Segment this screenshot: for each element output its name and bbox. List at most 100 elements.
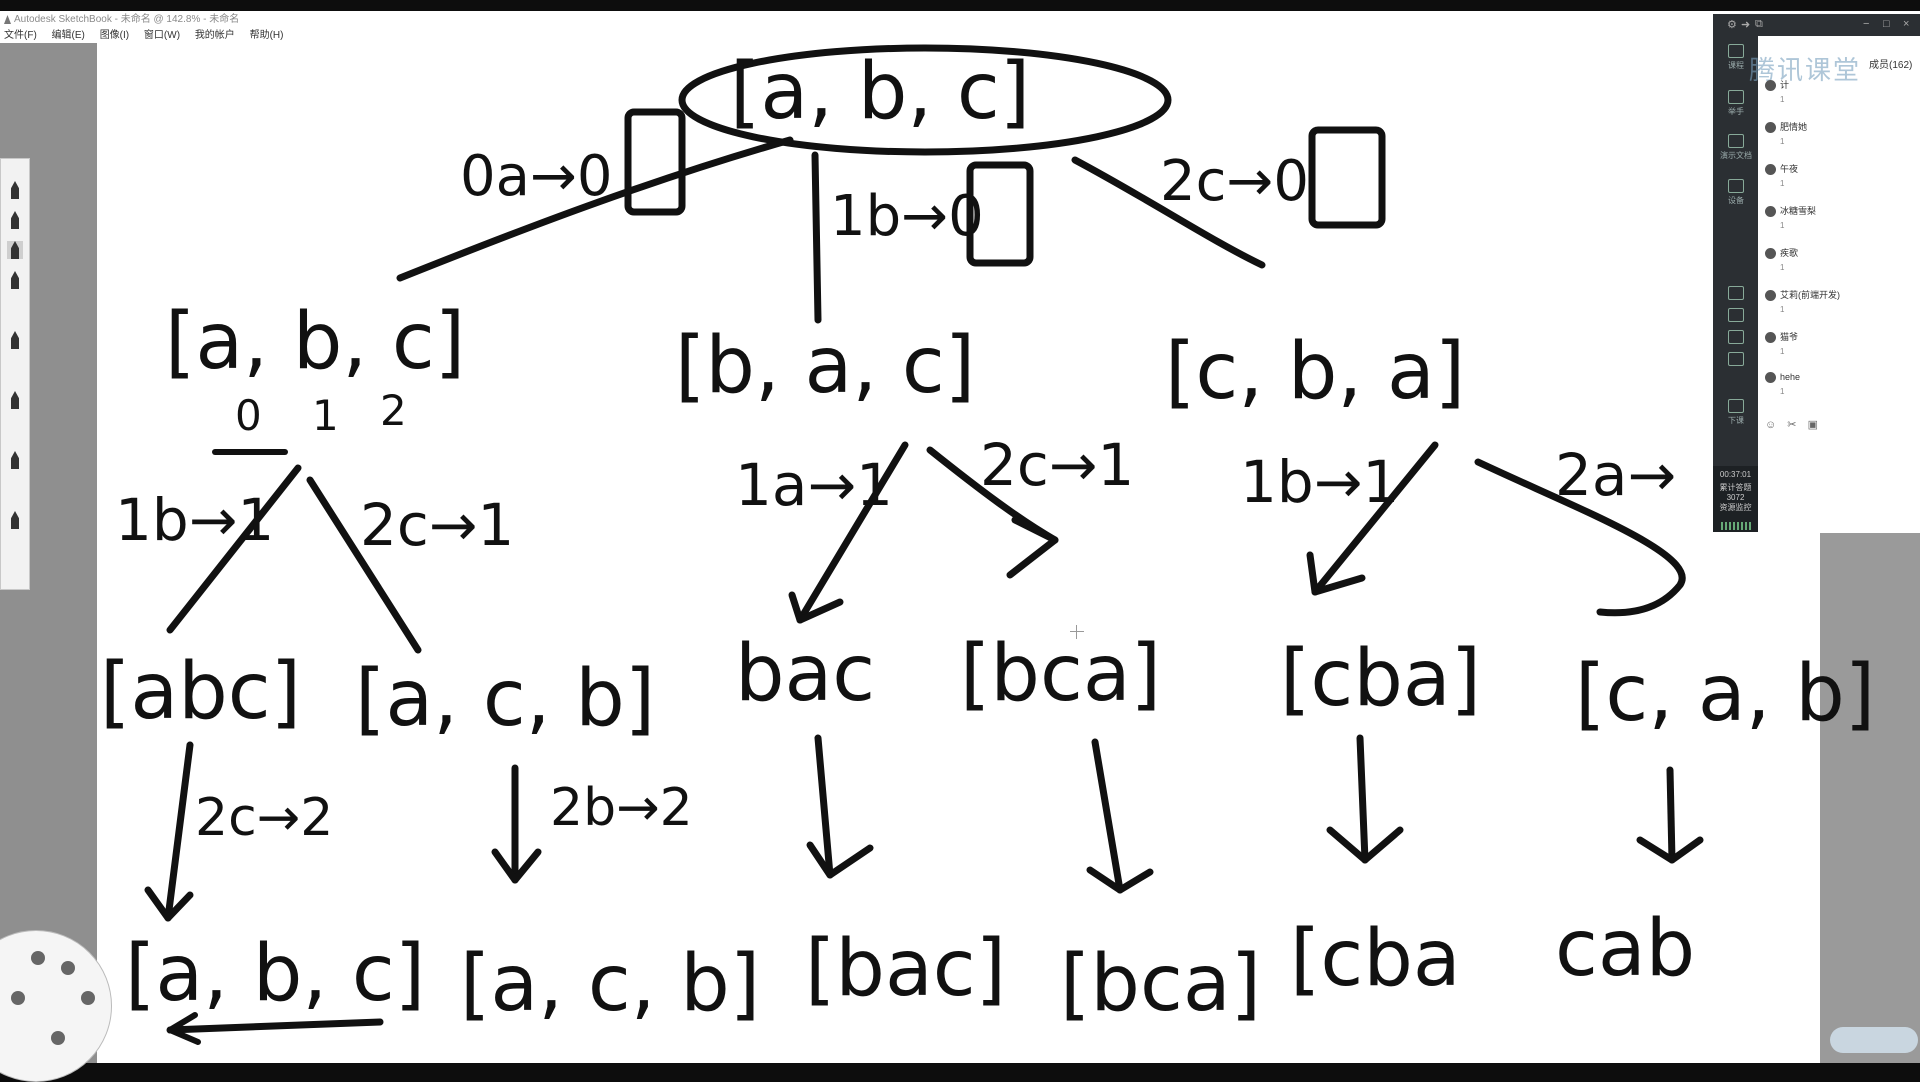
side-speaker[interactable] <box>1719 308 1753 324</box>
classroom-panel: ⚙ ➜ ⧉ − □ × 腾讯课堂 成员(162) 课程 举手 演示文档 设备 下… <box>1713 14 1920 532</box>
share-icon[interactable]: ➜ <box>1741 19 1751 31</box>
workspace-right-margin <box>1820 533 1920 1063</box>
maximize-icon[interactable]: □ <box>1883 18 1890 30</box>
side-screenshot[interactable] <box>1719 352 1753 368</box>
avatar <box>1765 122 1776 134</box>
timer-value: 00:37:01 <box>1719 470 1752 479</box>
avatar <box>1765 164 1776 176</box>
minimize-icon[interactable]: − <box>1863 18 1870 30</box>
level3-acb: [a, c, b] <box>460 939 760 1029</box>
edge-l2-3 <box>814 734 834 879</box>
menu-file[interactable]: 文件(F) <box>4 30 37 41</box>
ink-pen-icon[interactable] <box>7 211 23 229</box>
smear-icon[interactable] <box>7 451 23 469</box>
drawing-canvas[interactable] <box>97 43 1820 1063</box>
airbrush-icon[interactable] <box>7 391 23 409</box>
brush-size-icon[interactable] <box>11 991 25 1005</box>
class-timer: 00:37:01 累计答题 3072 资源监控 <box>1713 466 1758 532</box>
chat-message: 艾莉(前端开发)1 <box>1765 288 1840 314</box>
edge-l1-right-a <box>1311 441 1439 596</box>
menu-help[interactable]: 帮助(H) <box>249 30 284 41</box>
image-icon[interactable]: ▣ <box>1807 419 1818 431</box>
edge-root-left <box>396 136 794 282</box>
side-music[interactable] <box>1719 330 1753 346</box>
undo-icon[interactable] <box>31 951 45 965</box>
side-slides[interactable]: 演示文档 <box>1719 134 1753 161</box>
side-end-class[interactable]: 下课 <box>1719 399 1753 426</box>
menu-account[interactable]: 我的帐户 <box>194 30 235 41</box>
edge-l1-left-b <box>306 476 422 654</box>
index-1: 1 <box>312 391 339 440</box>
settings-icon[interactable]: ⚙ <box>1727 19 1737 31</box>
menu-edit[interactable]: 编辑(E) <box>51 30 85 41</box>
edge-label-l1-left-a: 1b→1 <box>115 486 274 554</box>
move-icon[interactable] <box>51 1031 65 1045</box>
avatar <box>1765 80 1776 92</box>
bottom-screen-strip <box>0 1063 1920 1080</box>
crosshair-cursor-icon <box>1070 625 1084 639</box>
chat-input-box[interactable] <box>1713 14 1920 532</box>
marker-icon[interactable] <box>7 241 23 259</box>
side-device[interactable]: 设备 <box>1719 179 1753 206</box>
arrow-l2-5 <box>1326 826 1404 864</box>
sketchbook-app-icon <box>4 15 11 24</box>
screenshot-icon <box>1728 352 1744 366</box>
level2-bca: [bca] <box>960 629 1161 719</box>
scissors-icon[interactable]: ✂ <box>1787 419 1797 431</box>
window-title: Autodesk SketchBook - 未命名 @ 142.8% - 未命名 <box>14 14 240 25</box>
edge-l2-5 <box>1356 734 1369 864</box>
edge-label-l2-2: 2b→2 <box>550 778 693 838</box>
canvas-right-region <box>1758 43 1920 533</box>
avatar <box>1765 372 1776 384</box>
level1-mid: [b, a, c] <box>675 321 975 411</box>
popout-icon[interactable]: ⧉ <box>1755 18 1763 30</box>
level2-bac: bac <box>735 629 875 719</box>
avatar <box>1765 290 1776 302</box>
level2-cba: [cba] <box>1280 634 1481 724</box>
app-titlebar: Autodesk SketchBook - 未命名 @ 142.8% - 未命名 <box>0 11 1920 29</box>
level2-acb: [a, c, b] <box>355 654 655 744</box>
side-mic[interactable] <box>1719 286 1753 302</box>
color-icon[interactable] <box>81 991 95 1005</box>
fill-icon[interactable] <box>7 511 23 529</box>
edge-label-l1-mid-b: 2c→1 <box>980 431 1134 499</box>
device-icon <box>1728 179 1744 193</box>
box-zero-right <box>1308 126 1386 229</box>
avatar <box>1765 248 1776 260</box>
index-0: 0 <box>235 391 262 440</box>
menu-window[interactable]: 窗口(W) <box>143 30 181 41</box>
edge-l1-right-b <box>1474 458 1686 617</box>
index-2: 2 <box>380 386 407 435</box>
menu-image[interactable]: 图像(I) <box>99 30 130 41</box>
scroll-pill[interactable] <box>1830 1027 1918 1053</box>
classroom-sidebar <box>1713 14 1758 532</box>
box-zero-mid <box>966 161 1034 267</box>
microphone-icon <box>1728 286 1744 300</box>
emoji-icon[interactable]: ☺ <box>1765 419 1777 431</box>
eraser-icon[interactable] <box>7 331 23 349</box>
brush-icon[interactable] <box>7 271 23 289</box>
level3-bca: [bca] <box>1060 939 1261 1029</box>
classroom-header: ⚙ ➜ ⧉ − □ × <box>1713 14 1920 36</box>
arrow-l1-mid-a <box>788 591 844 624</box>
edge-label-l1-right-b: 2a→ <box>1555 441 1676 509</box>
redo-icon[interactable] <box>61 961 75 975</box>
edge-label-1b: 1b→0 <box>830 184 984 249</box>
members-count[interactable]: 成员(162) <box>1869 60 1913 71</box>
side-raise-hand[interactable]: 举手 <box>1719 90 1753 117</box>
level3-underline <box>166 1018 384 1034</box>
edge-label-l1-right-a: 1b→1 <box>1240 448 1399 516</box>
close-icon[interactable]: × <box>1903 18 1910 30</box>
timer-sub-3: 资源监控 <box>1719 503 1752 512</box>
pencil-icon[interactable] <box>7 181 23 199</box>
side-course[interactable]: 课程 <box>1719 44 1753 71</box>
arrow-l1-mid-b <box>1006 516 1059 579</box>
edge-label-l1-mid-a: 1a→1 <box>735 451 893 519</box>
